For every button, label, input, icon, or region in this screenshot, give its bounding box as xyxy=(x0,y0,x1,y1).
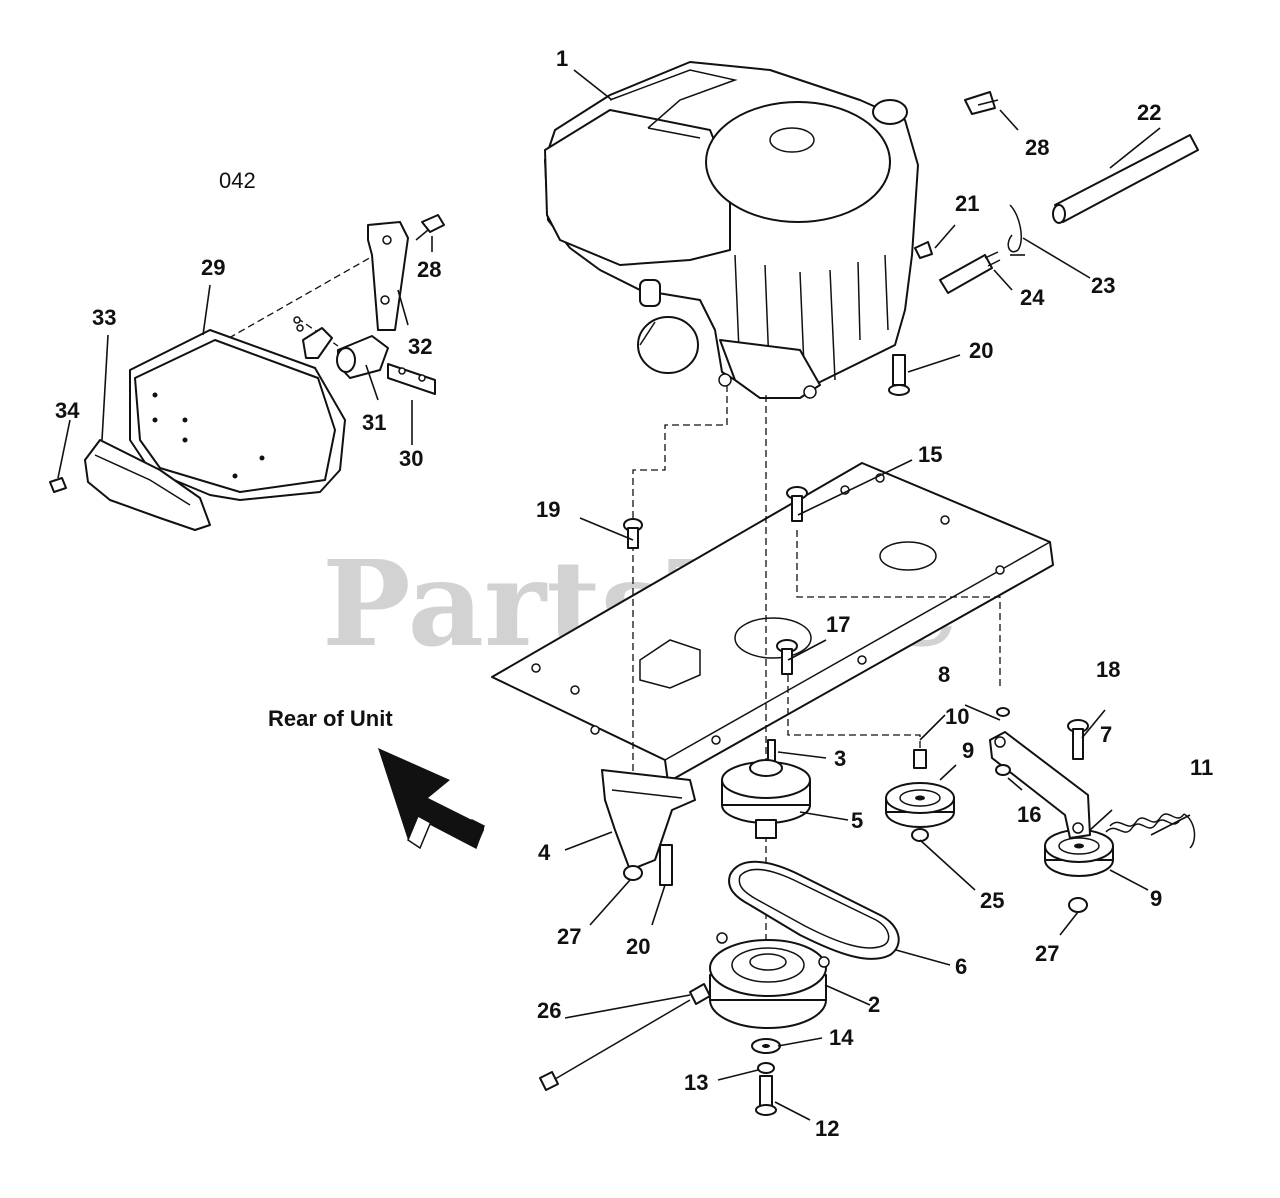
callout-1: 1 xyxy=(556,46,568,71)
callout-9-lower: 9 xyxy=(1150,886,1162,911)
bolt-part-20-left[interactable] xyxy=(659,844,673,886)
wire-harness-part-26[interactable] xyxy=(539,983,711,1091)
callout-33: 33 xyxy=(92,305,116,330)
callout-29: 29 xyxy=(201,255,225,280)
clamp-part-31[interactable] xyxy=(293,316,389,379)
fitting-part-24[interactable] xyxy=(939,251,1001,294)
callout-27-right: 27 xyxy=(1035,941,1059,966)
nut-part-25[interactable] xyxy=(911,828,929,842)
bolt-part-20-right[interactable] xyxy=(888,354,910,396)
bracket-part-32[interactable] xyxy=(367,221,409,331)
callout-20-right: 20 xyxy=(969,338,993,363)
callout-30: 30 xyxy=(399,446,423,471)
bolt-part-19[interactable] xyxy=(623,518,643,549)
callout-21: 21 xyxy=(955,191,979,216)
callout-4: 4 xyxy=(538,840,551,865)
belt-part-6[interactable] xyxy=(728,860,900,960)
callout-12: 12 xyxy=(815,1116,839,1141)
callout-28-right: 28 xyxy=(1025,135,1049,160)
callout-9-upper: 9 xyxy=(962,738,974,763)
muffler-guard-part-33[interactable] xyxy=(84,439,211,531)
callout-32: 32 xyxy=(408,334,432,359)
bolt-part-18[interactable] xyxy=(1067,719,1089,760)
callout-31: 31 xyxy=(362,410,386,435)
callout-34: 34 xyxy=(55,398,80,423)
screw-part-34[interactable] xyxy=(49,477,67,493)
callout-11: 11 xyxy=(1190,755,1213,780)
screw-part-28-right[interactable] xyxy=(964,91,999,115)
gasket-part-30[interactable] xyxy=(387,363,436,395)
callout-15: 15 xyxy=(918,442,942,467)
callout-14: 14 xyxy=(829,1025,854,1050)
callout-2: 2 xyxy=(868,992,880,1017)
callout-25: 25 xyxy=(980,888,1004,913)
callout-10: 10 xyxy=(945,704,969,729)
nut-part-16[interactable] xyxy=(995,764,1011,776)
screw-part-28-left[interactable] xyxy=(415,214,445,241)
callout-27-left: 27 xyxy=(557,924,581,949)
drive-pulley-part-5[interactable] xyxy=(721,759,811,839)
callout-20-left: 20 xyxy=(626,934,650,959)
callout-13: 13 xyxy=(684,1070,708,1095)
bolt-part-17[interactable] xyxy=(776,639,798,675)
callout-6: 6 xyxy=(955,954,967,979)
callout-28-left: 28 xyxy=(417,257,441,282)
rear-of-unit-caption: Rear of Unit xyxy=(268,706,393,731)
callout-26: 26 xyxy=(537,998,561,1023)
callout-8: 8 xyxy=(938,662,950,687)
rear-of-unit-arrow-icon xyxy=(378,748,485,850)
callout-17: 17 xyxy=(826,612,850,637)
callout-labels: 1 2 3 4 5 6 7 8 9 9 10 11 12 13 14 15 16… xyxy=(55,46,1213,1141)
nut-part-27-left[interactable] xyxy=(623,865,643,881)
callout-16: 16 xyxy=(1017,802,1041,827)
nut-part-21[interactable] xyxy=(914,241,933,259)
callout-24: 24 xyxy=(1020,285,1045,310)
key-part-3[interactable] xyxy=(767,739,776,763)
callout-23: 23 xyxy=(1091,273,1115,298)
drawing-code: 042 xyxy=(219,168,256,193)
callout-7: 7 xyxy=(1100,722,1112,747)
callout-18: 18 xyxy=(1096,657,1120,682)
idler-pulley-part-9-upper[interactable] xyxy=(885,782,955,828)
callout-leader-lines xyxy=(57,69,1191,1121)
clutch-part-2[interactable] xyxy=(709,932,830,1029)
washer-part-13[interactable] xyxy=(757,1062,775,1074)
spacer-part-10[interactable] xyxy=(913,749,927,769)
hose-clamp-part-23[interactable] xyxy=(1007,204,1022,253)
callout-19: 19 xyxy=(536,497,560,522)
engine-mounting-plate[interactable] xyxy=(491,462,1054,783)
callout-22: 22 xyxy=(1137,100,1161,125)
washer-part-14[interactable] xyxy=(751,1038,781,1054)
nut-part-27-right[interactable] xyxy=(1068,897,1088,913)
engine-part-1[interactable] xyxy=(544,61,919,399)
fuel-line-part-22[interactable] xyxy=(1052,134,1199,224)
washer-part-8[interactable] xyxy=(996,707,1010,717)
callout-3: 3 xyxy=(834,746,846,771)
bracket-part-4[interactable] xyxy=(601,769,696,871)
bolt-part-15[interactable] xyxy=(786,486,808,522)
callout-5: 5 xyxy=(851,808,863,833)
muffler-part-29[interactable] xyxy=(129,329,346,501)
bolt-part-12[interactable] xyxy=(755,1075,777,1116)
